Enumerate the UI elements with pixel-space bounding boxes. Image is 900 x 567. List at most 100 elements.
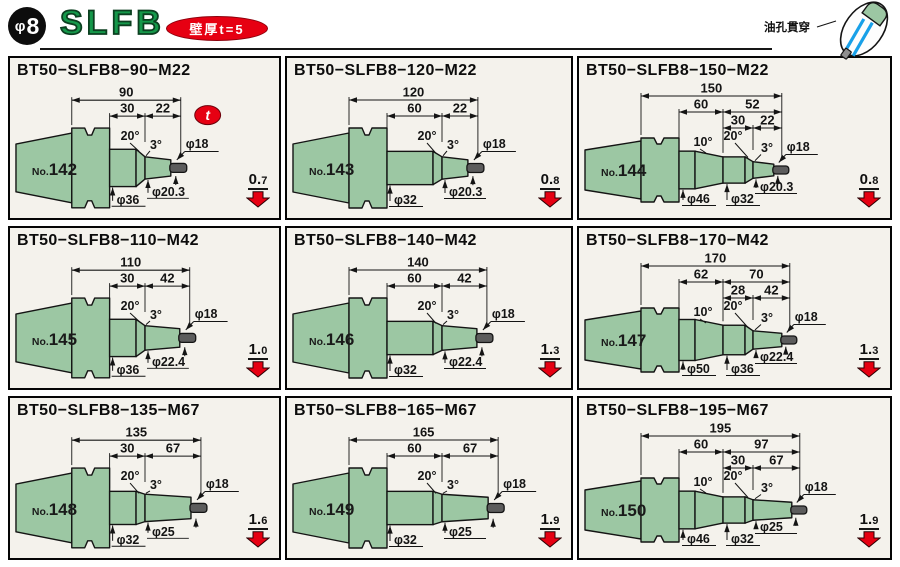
svg-text:φ18: φ18 (483, 137, 506, 151)
tool-shape: No.146 (292, 297, 494, 379)
svg-text:φ18: φ18 (206, 477, 229, 491)
weight-value: 1.3 (539, 341, 561, 360)
down-arrow-icon (538, 531, 562, 548)
svg-text:20°: 20° (724, 129, 743, 143)
weight-value: 1.6 (247, 511, 269, 530)
part-number: No.147 (601, 331, 646, 350)
down-arrow-icon (857, 191, 881, 208)
weight-decimal: 9 (553, 515, 560, 527)
svg-text:3°: 3° (447, 138, 459, 152)
svg-text:42: 42 (764, 283, 778, 298)
svg-text:φ32: φ32 (394, 533, 417, 547)
part-number: No.148 (32, 500, 77, 519)
tool-shape: No.150 (584, 477, 808, 543)
down-arrow-icon (857, 361, 881, 378)
weight-value: 1.9 (539, 511, 561, 530)
svg-text:3°: 3° (761, 481, 773, 495)
t-badge (194, 105, 222, 126)
thread-stub (780, 335, 798, 345)
svg-text:97: 97 (754, 437, 768, 452)
thread-stub (486, 502, 505, 514)
svg-text:165: 165 (413, 425, 435, 440)
svg-text:135: 135 (126, 425, 148, 440)
thread-stub (189, 502, 208, 514)
svg-text:60: 60 (407, 101, 421, 116)
svg-text:φ18: φ18 (492, 307, 515, 321)
thread-stub (169, 162, 188, 174)
weight-main: 1. (540, 341, 554, 358)
phi-symbol: φ (14, 17, 26, 35)
svg-text:30: 30 (731, 453, 745, 468)
svg-text:3°: 3° (150, 138, 162, 152)
wall-thickness-badge: 壁厚t=5 (166, 16, 268, 41)
weight-indicator: 0.8 (538, 172, 562, 208)
oil-hole-label: 油孔貫穿 (764, 20, 810, 34)
oil-hole-illustration: 油孔貫穿 (764, 1, 889, 60)
svg-text:20°: 20° (121, 129, 140, 143)
down-arrow-icon (246, 361, 270, 378)
svg-text:φ25: φ25 (449, 525, 472, 539)
diameter-value: 8 (26, 12, 40, 39)
weight-main: 1. (248, 341, 262, 358)
svg-text:φ50: φ50 (687, 362, 710, 376)
weight-main: 1. (540, 511, 554, 528)
weight-main: 0. (859, 171, 873, 188)
svg-text:10°: 10° (694, 475, 713, 489)
svg-text:52: 52 (745, 97, 759, 112)
svg-text:φ46: φ46 (687, 192, 710, 206)
part-number: No.149 (309, 500, 354, 519)
svg-text:60: 60 (694, 437, 708, 452)
svg-text:3°: 3° (761, 311, 773, 325)
weight-decimal: 6 (261, 515, 268, 527)
svg-text:φ18: φ18 (186, 137, 209, 151)
svg-text:φ46: φ46 (687, 532, 710, 546)
oil-channel-line (842, 18, 866, 54)
product-title: BT50−SLFB8−90−M22 (17, 62, 191, 79)
part-number: No.142 (32, 160, 77, 179)
svg-text:φ32: φ32 (731, 192, 754, 206)
weight-indicator: 0.7 (246, 172, 270, 208)
svg-text:20°: 20° (418, 469, 437, 483)
weight-indicator: 1.9 (857, 512, 881, 548)
svg-text:20°: 20° (121, 469, 140, 483)
svg-text:φ20.3: φ20.3 (760, 180, 793, 194)
svg-text:42: 42 (457, 271, 471, 286)
down-arrow-icon (538, 191, 562, 208)
svg-text:60: 60 (407, 271, 421, 286)
svg-text:67: 67 (769, 453, 783, 468)
product-title: BT50−SLFB8−135−M67 (17, 402, 200, 419)
svg-text:22: 22 (453, 101, 467, 116)
svg-text:3°: 3° (447, 478, 459, 492)
down-arrow-icon (538, 361, 562, 378)
oil-hole-note: 油孔貫穿 (760, 0, 900, 64)
thread-stub (772, 165, 790, 175)
svg-text:30: 30 (120, 101, 134, 116)
oil-tool-icon (839, 1, 889, 60)
svg-text:20°: 20° (418, 299, 437, 313)
weight-indicator: 1.3 (857, 342, 881, 378)
header-underline (40, 48, 772, 50)
weight-value: 0.8 (539, 172, 561, 190)
svg-text:20°: 20° (418, 129, 437, 143)
weight-main: 1. (248, 511, 262, 528)
svg-text:3°: 3° (447, 308, 459, 322)
weight-value: 1.0 (247, 341, 269, 360)
svg-text:φ22.4: φ22.4 (152, 355, 185, 369)
svg-text:φ20.3: φ20.3 (449, 185, 482, 199)
svg-text:120: 120 (403, 85, 425, 100)
svg-text:42: 42 (160, 271, 174, 286)
svg-text:140: 140 (407, 255, 429, 270)
part-number: No.150 (601, 501, 646, 520)
